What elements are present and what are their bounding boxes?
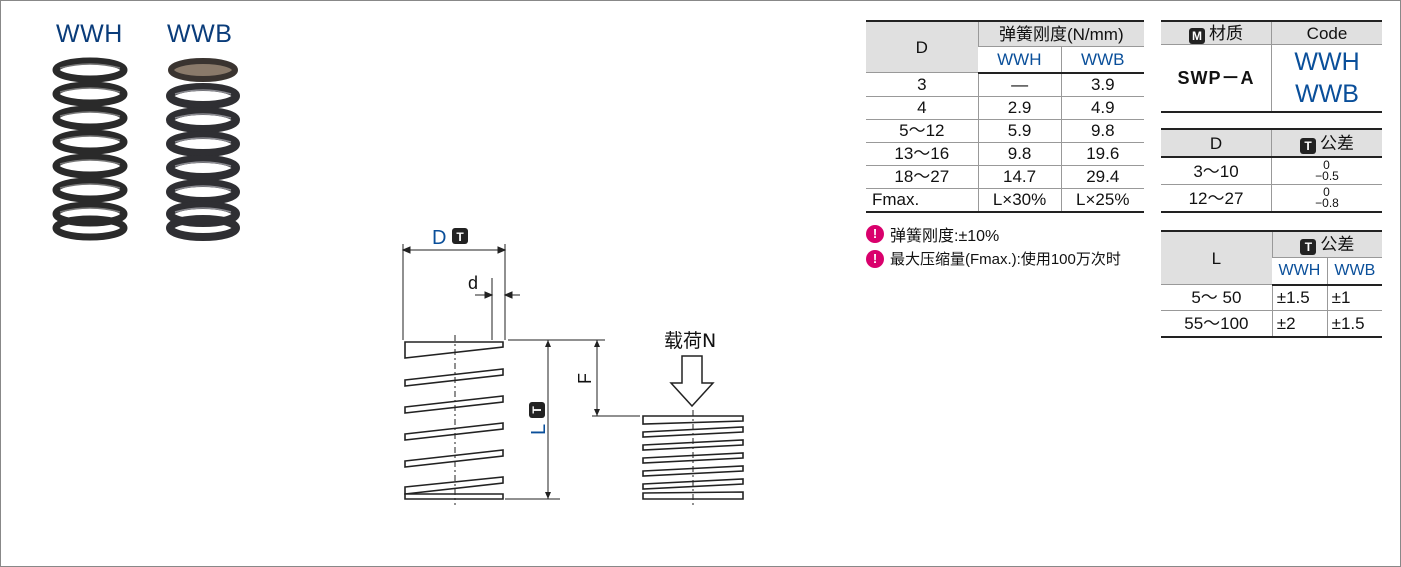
load-arrow-icon: [669, 355, 715, 408]
spring-dimension-diagram: D T d L T F 载荷N: [401, 227, 744, 505]
tol-upper: 0: [1323, 158, 1330, 173]
cell-wwh: 9.8: [977, 142, 1062, 166]
table-row: 13～16 9.8 19.6: [866, 142, 1144, 166]
cell-l: 5～ 50: [1161, 284, 1273, 311]
tolerance-badge-icon: T: [1300, 239, 1317, 256]
cell-d: 13～16: [866, 142, 979, 166]
spring-rate-table: D 弹簧刚度(N/mm) WWH WWB 3 — 3.9 4 2.9 4.9 5…: [866, 20, 1144, 213]
cell-d: 3: [866, 72, 979, 97]
product-label-wwb: WWB: [167, 20, 233, 48]
table-row: 18～27 14.7 29.4: [866, 165, 1144, 189]
tolerance-badge-icon: [452, 228, 468, 244]
cell-d: 18～27: [866, 165, 979, 189]
cell-wwh: 5.9: [977, 119, 1062, 143]
cell-wwh: 14.7: [977, 165, 1062, 189]
code-wwb: WWB: [1295, 80, 1359, 108]
col-header-rate: 弹簧刚度(N/mm): [977, 21, 1144, 48]
material-badge-icon: M: [1189, 27, 1205, 44]
cell-wwb: L×25%: [1060, 188, 1144, 212]
cell-wwh: —: [977, 72, 1062, 97]
cell-l: 55～100: [1161, 310, 1273, 338]
cell-wwh: ±1.5: [1271, 284, 1328, 311]
material-value: SWP－A: [1161, 44, 1272, 113]
deflection-label: F: [575, 373, 595, 384]
d-outer-label: D: [432, 227, 446, 249]
tolerance-label: 公差: [1320, 235, 1355, 255]
col-header-l: L: [1161, 231, 1273, 285]
cell-d: 12～27: [1161, 184, 1272, 213]
free-length-badge: T: [530, 406, 544, 414]
tolerance-badge-icon: T: [1300, 137, 1316, 154]
col-header-d: D: [866, 21, 979, 73]
note-spring-rate: ! 弹簧刚度:±10%: [866, 222, 999, 246]
cell-wwb: 9.8: [1060, 119, 1144, 143]
cell-wwh: ±2: [1271, 310, 1328, 338]
table-row: 4 2.9 4.9: [866, 96, 1144, 120]
product-label-wwh: WWH: [56, 20, 123, 48]
d-outer-badge: T: [456, 230, 464, 244]
table-row: Fmax. L×30% L×25%: [866, 188, 1144, 212]
cell-wwh: L×30%: [977, 188, 1062, 212]
d-wire-label: d: [468, 273, 478, 293]
table-row: 3～10 0−0.5: [1161, 157, 1382, 185]
free-length-label: L: [528, 424, 550, 435]
tol-lower: −0.5: [1315, 169, 1339, 184]
tolerance-label: 公差: [1320, 133, 1354, 153]
col-header-wwh: WWH: [1272, 257, 1328, 286]
col-header-wwh: WWH: [978, 46, 1062, 74]
cell-d: 3～10: [1161, 157, 1272, 185]
code-values: WWH WWB: [1271, 44, 1382, 113]
wwb-spring-image: [166, 58, 240, 241]
cell-wwb: 29.4: [1060, 165, 1144, 189]
wwh-spring-image: [52, 57, 128, 241]
cell-d: 5～12: [866, 119, 979, 143]
tol-upper: 0: [1323, 185, 1330, 200]
cell-tolerance: 0−0.8: [1271, 184, 1382, 213]
table-row: 5～12 5.9 9.8: [866, 119, 1144, 143]
col-header-wwb: WWB: [1060, 46, 1144, 74]
load-label: 载荷N: [664, 330, 716, 352]
cell-wwb: ±1: [1326, 284, 1382, 311]
table-row: 5～ 50 ±1.5 ±1: [1161, 284, 1382, 311]
col-header-d: D: [1161, 129, 1272, 158]
info-icon: !: [866, 225, 884, 243]
cell-wwh: 2.9: [977, 96, 1062, 120]
tol-lower: −0.8: [1315, 196, 1339, 211]
cell-wwb: ±1.5: [1326, 310, 1382, 338]
note-text: 最大压缩量(Fmax.):使用100万次时: [890, 251, 1121, 268]
table-row: 12～27 0−0.8: [1161, 184, 1382, 213]
col-header-code: Code: [1271, 21, 1382, 45]
table-row: 55～100 ±2 ±1.5: [1161, 310, 1382, 338]
material-label: 材质: [1209, 23, 1243, 43]
note-max-compression: ! 最大压缩量(Fmax.):使用100万次时: [866, 248, 1121, 269]
cell-tolerance: 0−0.5: [1271, 157, 1382, 185]
code-wwh: WWH: [1294, 48, 1360, 76]
cell-wwb: 3.9: [1060, 72, 1144, 97]
col-header-wwb: WWB: [1326, 257, 1382, 286]
table-row: 3 — 3.9: [866, 72, 1144, 97]
cell-d: 4: [866, 96, 979, 120]
note-text: 弹簧刚度:±10%: [890, 228, 1000, 245]
cell-d: Fmax.: [872, 190, 920, 209]
cell-wwb: 4.9: [1060, 96, 1144, 120]
tolerance-badge-icon-l: [529, 402, 545, 418]
info-icon: !: [866, 249, 884, 268]
cell-wwb: 19.6: [1060, 142, 1144, 166]
